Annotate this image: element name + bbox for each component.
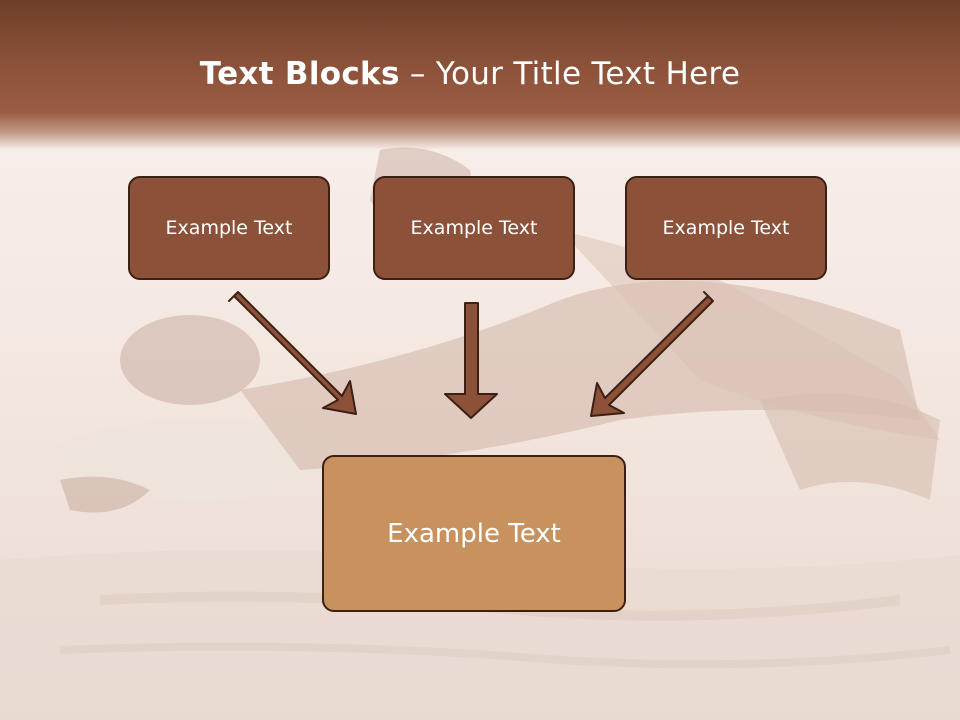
text-block-1: Example Text xyxy=(128,176,330,280)
text-block-3: Example Text xyxy=(625,176,827,280)
text-block-3-label: Example Text xyxy=(662,217,790,239)
result-block: Example Text xyxy=(322,455,626,612)
title-bold: Text Blocks xyxy=(199,56,400,92)
text-block-1-label: Example Text xyxy=(165,217,293,239)
text-block-2-label: Example Text xyxy=(410,217,538,239)
result-block-label: Example Text xyxy=(387,518,561,549)
arrow-left-icon xyxy=(228,291,357,415)
arrow-down-icon xyxy=(444,302,498,419)
title-dash: – xyxy=(409,56,426,92)
arrow-right-icon xyxy=(590,291,714,417)
slide-title: Text Blocks – Your Title Text Here xyxy=(0,56,940,92)
title-rest: Your Title Text Here xyxy=(435,56,741,92)
text-block-2: Example Text xyxy=(373,176,575,280)
header-band xyxy=(0,0,960,150)
